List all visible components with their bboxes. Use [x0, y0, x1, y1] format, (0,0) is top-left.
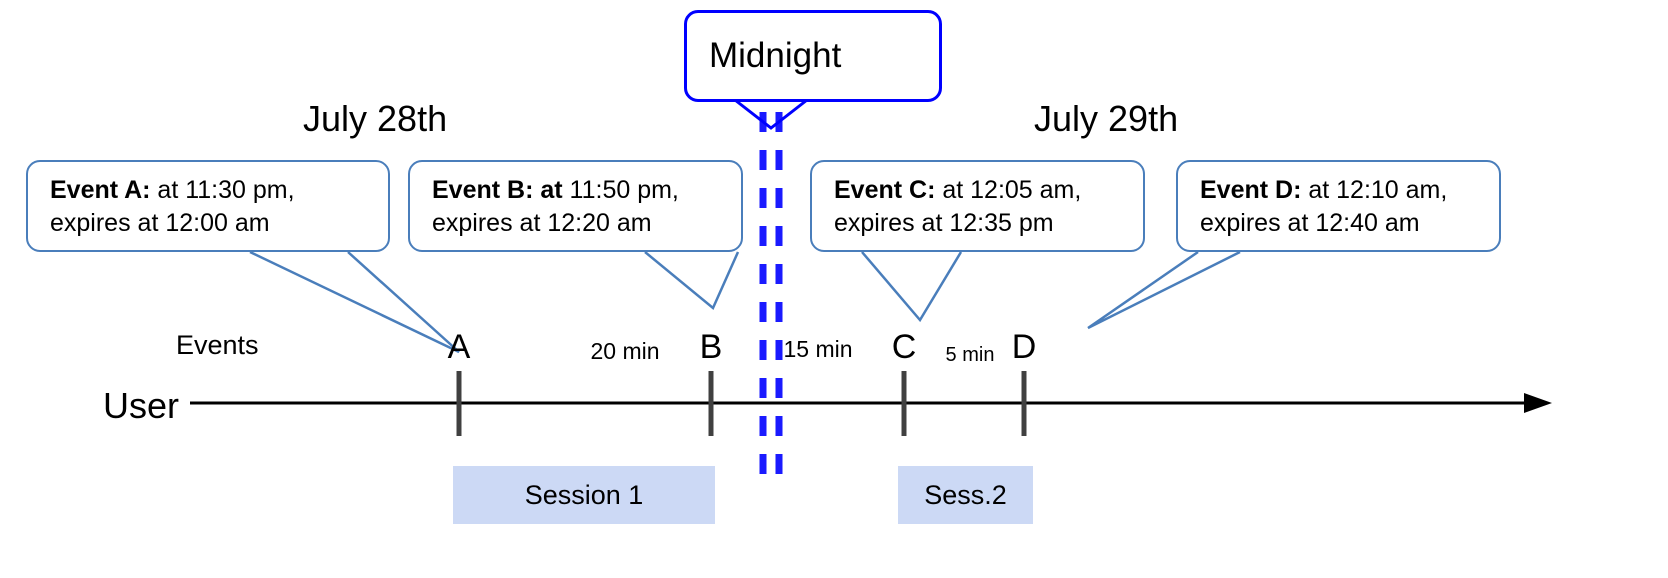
event-b-bold-label: Event B: at: [432, 176, 563, 204]
event-b-callout-tail: [644, 251, 740, 311]
event-a-bold-label: Event A:: [50, 176, 151, 204]
event-c-bold-label: Event C:: [834, 176, 936, 204]
event-d-callout-tail: [1087, 250, 1241, 330]
midnight-divider-line: [759, 112, 783, 480]
timeline-axis: [190, 393, 1552, 413]
midnight-callout: Midnight: [684, 10, 942, 102]
tick-label-d: D: [1011, 328, 1037, 366]
event-b-line1-rest: 11:50 pm,: [562, 176, 679, 204]
midnight-callout-tail: [734, 98, 808, 130]
tick-label-b: B: [699, 328, 723, 366]
event-c-callout-tail: [861, 251, 963, 323]
date-header-right: July 29th: [1034, 98, 1179, 139]
tick-label-a: A: [447, 328, 471, 366]
event-b-line2: expires at 12:20 am: [432, 209, 652, 237]
event-callout-b: Event B: at 11:50 pm, expires at 12:20 a…: [408, 160, 743, 252]
event-callout-a: Event A: at 11:30 pm, expires at 12:00 a…: [26, 160, 390, 252]
event-c-line2: expires at 12:35 pm: [834, 209, 1054, 237]
midnight-label: Midnight: [709, 36, 842, 75]
event-a-callout-tail: [249, 250, 460, 354]
session-block-1: Session 1: [453, 466, 715, 524]
event-c-line1-rest: at 12:05 am,: [935, 176, 1082, 204]
event-d-line1-rest: at 12:10 am,: [1301, 176, 1448, 204]
tick-label-c: C: [891, 328, 917, 366]
events-row-label: Events: [176, 330, 259, 360]
tick-marks: [456, 371, 1027, 436]
gap-label-b-c: 15 min: [783, 336, 853, 362]
user-row-label: User: [103, 385, 180, 426]
session-block-2: Sess.2: [898, 466, 1033, 524]
event-d-bold-label: Event D:: [1200, 176, 1302, 204]
event-a-line2: expires at 12:00 am: [50, 209, 270, 237]
event-d-line2: expires at 12:40 am: [1200, 209, 1420, 237]
date-header-left: July 28th: [303, 98, 448, 139]
session-1-label: Session 1: [524, 479, 644, 510]
event-callout-d: Event D: at 12:10 am, expires at 12:40 a…: [1176, 160, 1501, 252]
event-a-line1-rest: at 11:30 pm,: [150, 176, 295, 204]
gap-label-c-d: 5 min: [945, 344, 995, 366]
session-2-label: Sess.2: [924, 479, 1007, 510]
gap-label-a-b: 20 min: [590, 338, 660, 364]
event-callout-c: Event C: at 12:05 am, expires at 12:35 p…: [810, 160, 1145, 252]
